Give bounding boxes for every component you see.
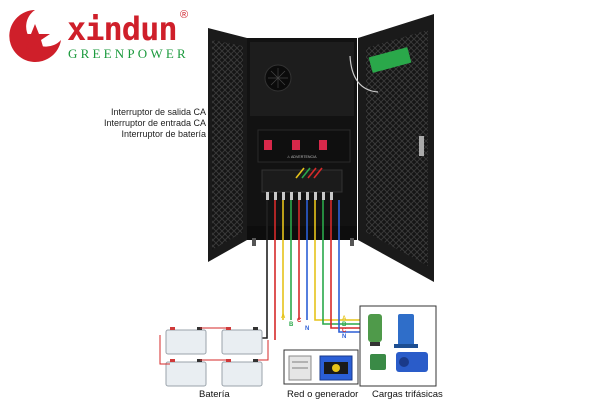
callout-ac-output-switch: Interruptor de salida CA (110, 107, 206, 117)
brand-logo: xindun ® GREENPOWER (4, 6, 199, 64)
svg-text:N: N (342, 334, 346, 340)
grid-caption: Red o generador (287, 389, 359, 400)
load-wire-yellow (314, 200, 360, 321)
grid-generator-box (283, 349, 359, 385)
terminal-screws (266, 192, 333, 200)
callout-ac-input-switch: Interruptor de entrada CA (103, 118, 206, 128)
ac-input-breaker (292, 140, 300, 150)
terminal-block (261, 169, 343, 193)
display-board (368, 47, 412, 73)
loads-caption: Cargas trifásicas (372, 389, 443, 400)
warning-label: ⚠ ADVERTENCIA (287, 155, 317, 159)
three-phase-loads-box (359, 305, 437, 387)
svg-text:A: A (281, 314, 286, 320)
ups-cabinet: ⚠ ADVERTENCIA (208, 14, 434, 282)
load-wire-green (322, 200, 360, 325)
brand-name: xindun (67, 10, 178, 48)
svg-text:C: C (342, 328, 347, 334)
battery-bank (159, 327, 269, 387)
svg-text:B: B (289, 322, 294, 328)
phase-labels: A B C N A B C N (281, 314, 347, 340)
submersible-pump-icon (368, 314, 382, 342)
registered-mark: ® (180, 9, 189, 21)
svg-text:A: A (342, 316, 347, 322)
load-wire-red (330, 200, 360, 329)
wire-bundle (248, 200, 360, 340)
battery-breaker (264, 140, 272, 150)
motor-icon (370, 354, 386, 370)
centrifugal-pump-icon (398, 314, 414, 346)
svg-text:B: B (342, 322, 347, 328)
load-wire-blue (338, 200, 360, 333)
svg-text:C: C (297, 318, 302, 324)
svg-text:N: N (305, 326, 309, 332)
callout-battery-switch: Interruptor de batería (121, 129, 206, 139)
battery-caption: Batería (199, 389, 230, 400)
ac-output-breaker (319, 140, 327, 150)
brand-subtitle: GREENPOWER (68, 46, 189, 61)
star-swirl-logo-icon (9, 10, 62, 62)
door-handle (419, 136, 424, 156)
